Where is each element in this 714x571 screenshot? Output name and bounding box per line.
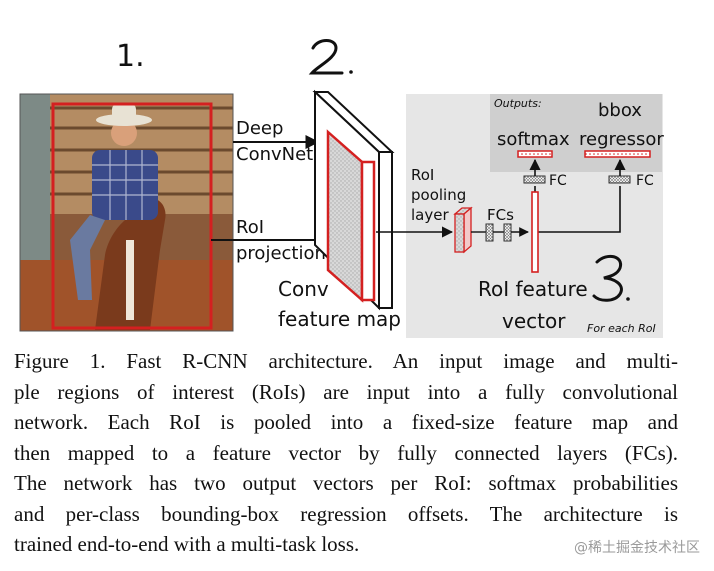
fcs-label: FCs xyxy=(487,206,514,224)
conv-feature-map xyxy=(312,89,395,311)
softmax-output-vector xyxy=(517,150,553,158)
fc-layer-2 xyxy=(503,223,512,242)
caption-line: and per-class bounding-box regression of… xyxy=(14,501,678,526)
projection-label: projection xyxy=(236,243,326,264)
fc-layer-1 xyxy=(485,223,494,242)
roi-feature-vector-bar xyxy=(531,191,539,273)
watermark: @稀土掘金技术社区 xyxy=(574,540,700,556)
step-label-1: 1. xyxy=(116,39,145,74)
figure-caption: Figure 1. Fast R-CNN architecture. An in… xyxy=(14,346,678,560)
conv-label: Conv xyxy=(278,277,329,301)
roi-label: RoI xyxy=(236,217,264,238)
feature-map-label: feature map xyxy=(278,307,401,331)
caption-line: trained end-to-end with a multi-task los… xyxy=(14,532,360,556)
for-each-roi-label: For each RoI xyxy=(587,322,656,335)
vector-label: vector xyxy=(502,309,566,333)
step-label-2 xyxy=(308,39,353,75)
deep-label: Deep xyxy=(236,118,283,139)
fc-block-softmax xyxy=(523,175,546,184)
fc-label-left: FC xyxy=(549,173,567,189)
fc-label-right: FC xyxy=(636,173,654,189)
caption-line: Figure 1. Fast R-CNN architecture. An in… xyxy=(14,349,678,373)
bbox-output-vector xyxy=(584,150,651,158)
caption-line: ple regions of interest (RoIs) are input… xyxy=(14,379,678,404)
outputs-panel xyxy=(490,94,662,172)
roi-pooling-block xyxy=(453,206,473,254)
step-label-3 xyxy=(592,254,630,302)
regressor-label: regressor xyxy=(579,129,664,150)
caption-line: then mapped to a feature vector by fully… xyxy=(14,440,678,465)
convnet-label: ConvNet xyxy=(236,144,313,165)
outputs-label: Outputs: xyxy=(494,97,542,110)
roi-feature-label: RoI feature xyxy=(478,277,588,301)
roi-pool-label-2: pooling xyxy=(411,186,466,204)
vector-to-fc-right-line xyxy=(535,186,621,233)
caption-line: network. Each RoI is pooled into a fixed… xyxy=(14,410,678,434)
input-image xyxy=(19,93,234,332)
softmax-label: softmax xyxy=(497,129,570,150)
caption-line: The network has two output vectors per R… xyxy=(14,471,678,495)
bbox-label: bbox xyxy=(598,100,642,121)
fc-block-bbox xyxy=(608,175,631,184)
roi-pool-label-1: RoI xyxy=(411,166,434,184)
roi-pool-label-3: layer xyxy=(411,206,449,224)
